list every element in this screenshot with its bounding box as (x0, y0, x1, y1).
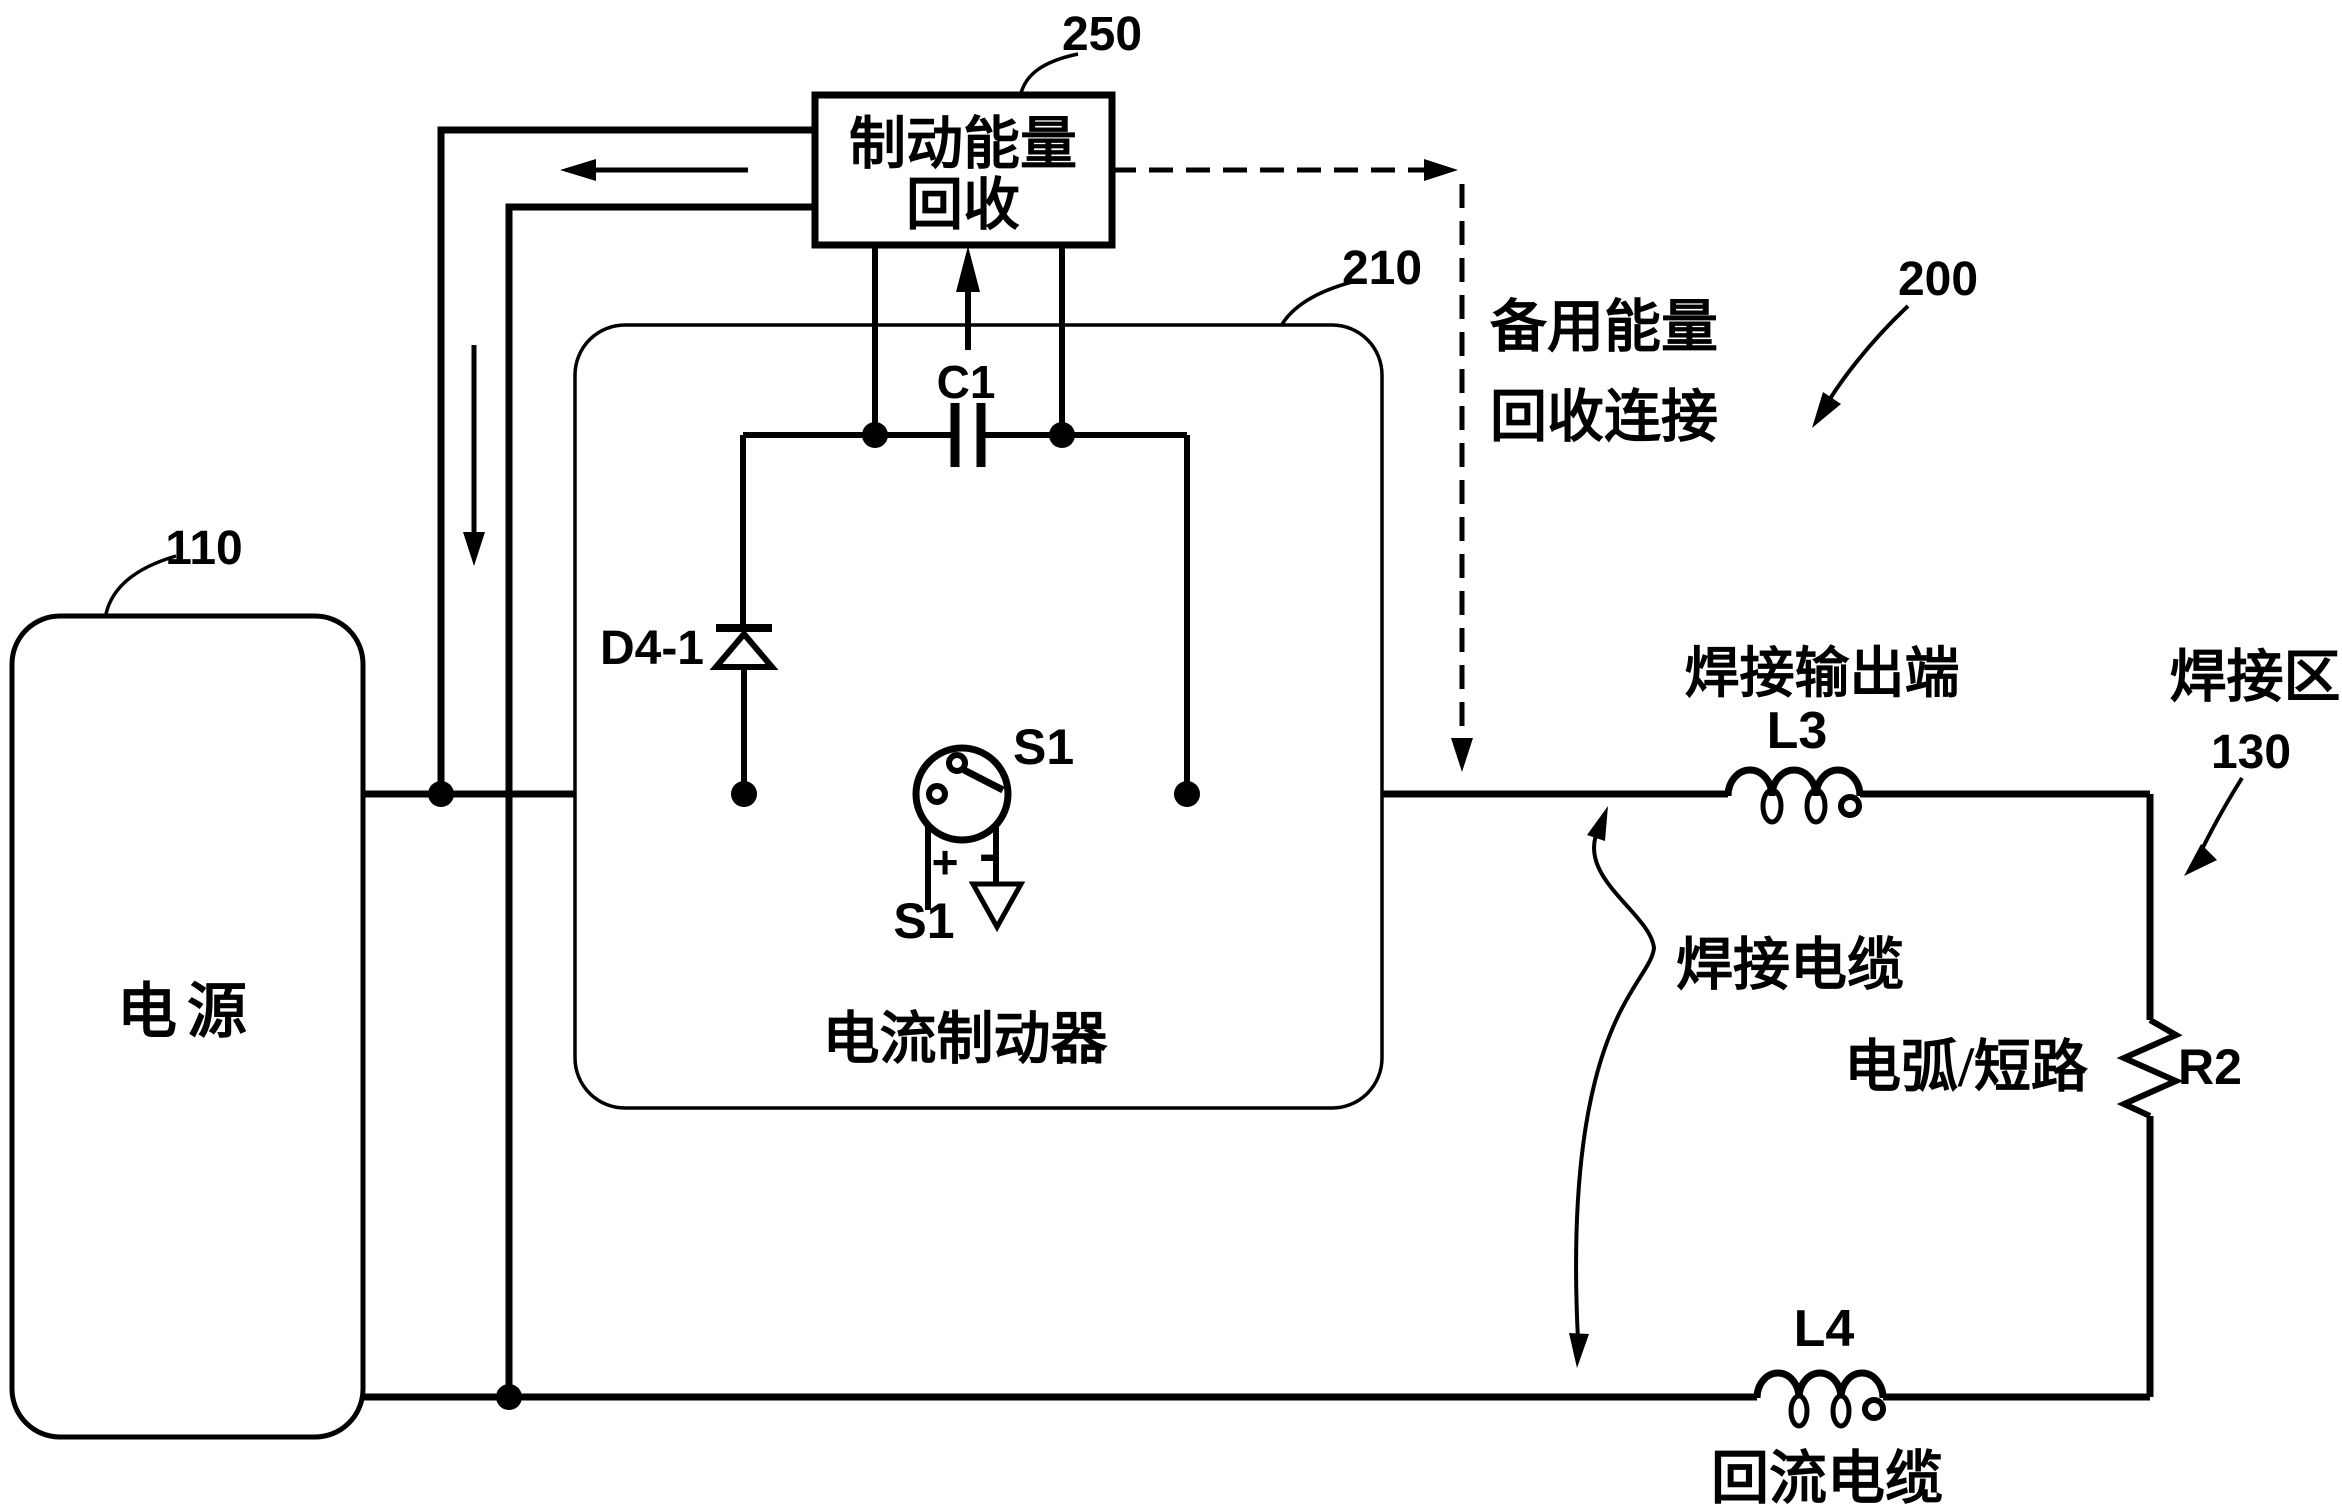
switch-s1-control-label: S1 (893, 893, 954, 949)
inductor-l4-label: L4 (1794, 1300, 1855, 1358)
resistor-r2-label: R2 (2178, 1039, 2242, 1095)
ref-250: 250 (1062, 8, 1142, 61)
energy-up-arrow-icon (956, 246, 980, 292)
switch-s1-contact-top (946, 752, 968, 774)
power-supply-box (9, 613, 366, 1440)
backup-link-right-arrow-icon (1424, 159, 1458, 181)
recovery-box (811, 91, 1116, 249)
ref-200-arrow-icon (1812, 392, 1841, 428)
junction-dot (1049, 422, 1075, 448)
weld-cable-brace (1574, 825, 1657, 1341)
junction-dot (862, 422, 888, 448)
inductor-l3-icon (1724, 766, 1864, 825)
junction-dot (731, 781, 757, 807)
ref-130-arrow-icon (2184, 844, 2217, 876)
junction-dots (428, 422, 1200, 1410)
power-supply-label: 电源 (117, 979, 257, 1045)
ref-250-leader (1019, 52, 1079, 94)
arc-short-label: 电弧/短路 (1844, 1036, 2089, 1099)
flow-arrow-left-icon (560, 159, 596, 181)
ref-210-leader (1279, 280, 1353, 327)
junction-dot (428, 781, 454, 807)
switch-s1-lever (962, 766, 1005, 794)
weld-zone-label: 焊接区 (2170, 646, 2341, 709)
capacitor-c1-label: C1 (937, 356, 996, 408)
resistor-r2-icon (2116, 1017, 2184, 1119)
weld-cable-label: 焊接电缆 (1676, 934, 1904, 997)
inductor-l4-icon (1753, 1369, 1887, 1429)
ref-110-leader (104, 554, 177, 615)
recovery-box-label-line1: 制动能量 (849, 113, 1077, 176)
recovery-line-a (437, 126, 815, 794)
brake-box (573, 323, 1384, 1110)
weld-cable-arrow-down-icon (1569, 1333, 1589, 1368)
switch-s1-body (912, 744, 1012, 844)
diode-d4-1-icon (709, 629, 779, 670)
minus-label: - (979, 824, 997, 884)
junction-dot (496, 1384, 522, 1410)
switch-s1-label: S1 (1013, 719, 1074, 775)
diode-d4-1-label: D4-1 (600, 622, 704, 675)
plus-label: + (932, 836, 959, 888)
recovery-line-b (505, 203, 815, 1397)
backup-link-down-arrow-icon (1451, 738, 1473, 772)
junction-dot (1174, 781, 1200, 807)
recovery-box-label-line2: 回收 (906, 174, 1020, 237)
recovery-feed-wires (872, 245, 1065, 435)
switch-s1-contact-left (926, 783, 948, 805)
brake-box-label: 电流制动器 (823, 1008, 1109, 1071)
weld-output-label: 焊接输出端 (1684, 643, 1959, 704)
flow-arrow-down-icon (463, 532, 485, 566)
ref-130: 130 (2211, 726, 2291, 779)
weld-cable-arrow-up-icon (1587, 806, 1608, 841)
inductor-l3-label: L3 (1767, 702, 1828, 760)
ref-200: 200 (1898, 253, 1978, 306)
backup-label-line1: 备用能量 (1490, 296, 1718, 359)
d4-1-branch-wire (740, 435, 747, 794)
ref-110: 110 (165, 522, 242, 575)
switch-s1-control-stubs (925, 827, 999, 910)
ref-210: 210 (1342, 242, 1422, 295)
return-cable-label: 回流电缆 (1711, 1446, 1943, 1509)
ground-icon (968, 881, 1026, 933)
backup-label-line2: 回收连接 (1490, 386, 1718, 449)
